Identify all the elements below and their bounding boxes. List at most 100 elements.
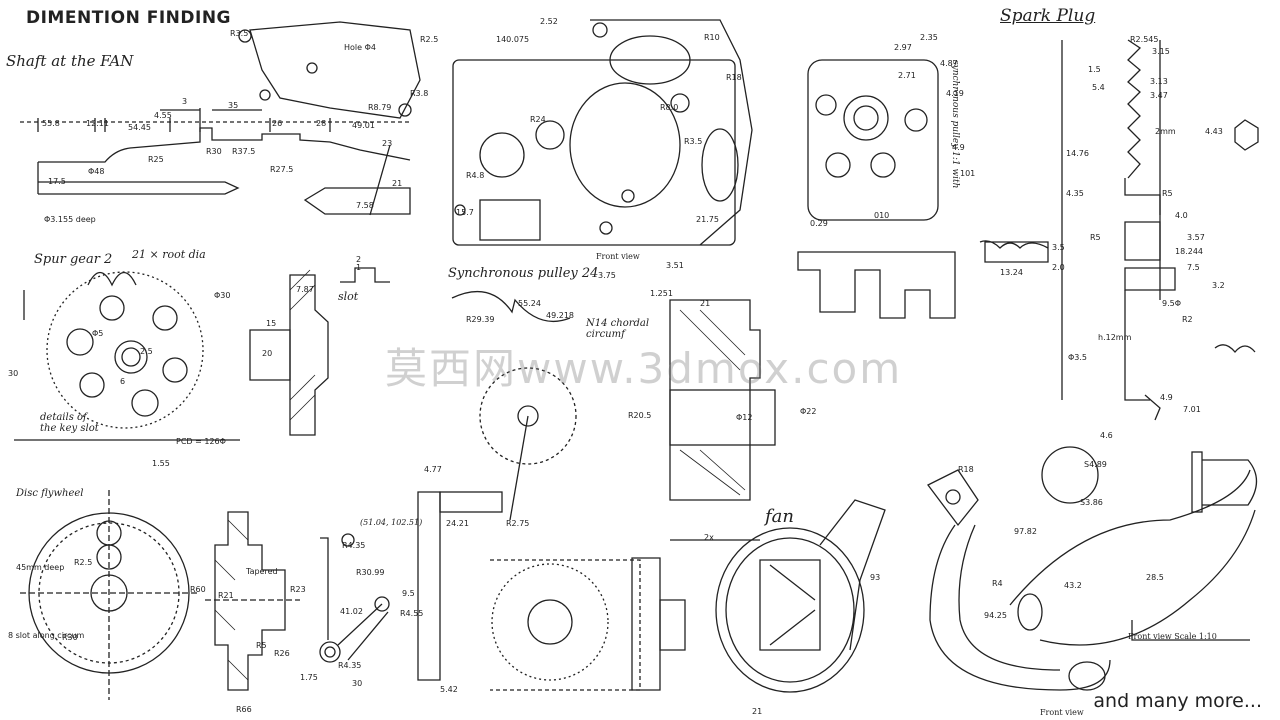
shaft-dimension: 7.58 bbox=[356, 201, 374, 210]
cylinder-head-dimension: 140.075 bbox=[496, 35, 529, 44]
cylinder-head-dimension: R10 bbox=[704, 33, 720, 42]
top-bracket-dimension: R3.5 bbox=[230, 29, 248, 38]
shaft-dimension: 21 bbox=[392, 179, 402, 188]
link-arm-dimension: 24.21 bbox=[446, 519, 469, 528]
spark-plug-dimension: 4.43 bbox=[1205, 127, 1223, 136]
watermark: 莫西网www.3dmox.com bbox=[385, 344, 903, 393]
sync-pulley-label: Synchronous pulley 24 bbox=[448, 266, 599, 281]
sync-pulley-dimension: 2x bbox=[704, 533, 714, 542]
exhaust-dimension: 97.82 bbox=[1014, 527, 1037, 536]
crank-case-dimension: 4.9 bbox=[952, 143, 965, 152]
link-arm-dimension: R30.99 bbox=[356, 568, 384, 577]
spark-plug-dimension: 3.2 bbox=[1212, 281, 1225, 290]
crank-case-dimension: 101 bbox=[960, 169, 975, 178]
key-slot-note: details of the key slot bbox=[40, 412, 99, 434]
spark-plug-dimension: 3.15 bbox=[1152, 47, 1170, 56]
spark-plug-label: Spark Plug bbox=[1000, 6, 1096, 26]
spark-plug-dimension: 3.13 bbox=[1150, 77, 1168, 86]
spark-plug-dimension: 3.57 bbox=[1187, 233, 1205, 242]
disc-flywheel-dimension: Tapered bbox=[245, 567, 278, 576]
spark-plug-dimension: 4.6 bbox=[1100, 431, 1113, 440]
exhaust-dimension: S4.89 bbox=[1084, 460, 1107, 469]
shaft-dimension: 55.8 bbox=[42, 119, 60, 128]
sync-pulley-dimension: 1.251 bbox=[650, 289, 673, 298]
sync-pulley-note: N14 chordal circumf bbox=[586, 318, 650, 340]
crank-case-dimension: 010 bbox=[874, 211, 889, 220]
top-bracket-dimension: R2.5 bbox=[420, 35, 438, 44]
shaft-dimension: 28 bbox=[316, 119, 326, 128]
spark-plug-dimension: R5 bbox=[1162, 189, 1173, 198]
slot-dimension: 15 bbox=[266, 319, 276, 328]
sync-pulley-dimension: 49.218 bbox=[546, 311, 574, 320]
crank-case-dimension: 4.87 bbox=[940, 59, 958, 68]
sync-pulley-dimension: R20.5 bbox=[628, 411, 651, 420]
cylinder-head-dimension: R8.0 bbox=[660, 103, 678, 112]
cylinder-head-dimension: R3.5 bbox=[684, 137, 702, 146]
sync-pulley-dimension: 55.24 bbox=[518, 299, 541, 308]
exhaust-dimension: R18 bbox=[958, 465, 974, 474]
shaft-dimension: 3 bbox=[182, 97, 187, 106]
link-arm-dimension: 30 bbox=[352, 679, 362, 688]
spur-gear-dimension: PCD = 126Φ bbox=[176, 437, 226, 446]
link-arm-dimension: R4.35 bbox=[342, 541, 365, 550]
disc-flywheel-dimension: 45mm deep bbox=[16, 563, 64, 572]
page-title: DIMENTION FINDING bbox=[26, 8, 231, 28]
crank-case-label: synchronous pulley 1:1 with bbox=[950, 60, 960, 189]
exhaust-note-1: Front view Scale 1:10 bbox=[1128, 632, 1217, 641]
spark-plug-dimension: 4.0 bbox=[1175, 211, 1188, 220]
spark-plug-dimension: 4.9 bbox=[1160, 393, 1173, 402]
crank-case-dimension: 2.97 bbox=[894, 43, 912, 52]
spark-plug-dimension: Φ3.5 bbox=[1068, 353, 1087, 362]
disc-flywheel-dimension: R2.5 bbox=[74, 558, 92, 567]
link-arm-dimension: R4.35 bbox=[338, 661, 361, 670]
link-arm-note: (51.04, 102.51) bbox=[360, 518, 423, 527]
shaft-dimension: 35 bbox=[228, 101, 238, 110]
spur-gear-note: 21 × root dia bbox=[132, 248, 206, 261]
cylinder-head-dimension: 15.7 bbox=[456, 208, 474, 217]
sync-pulley-dimension: 21 bbox=[700, 299, 710, 308]
cylinder-head-view-label: Front view bbox=[596, 252, 640, 261]
sync-pulley-dimension: R2.75 bbox=[506, 519, 529, 528]
link-arm-dimension: 9.5 bbox=[402, 589, 415, 598]
cylinder-head-dimension: 21.75 bbox=[696, 215, 719, 224]
crank-case-dimension: 0.29 bbox=[810, 219, 828, 228]
shaft-dimension: 49.01 bbox=[352, 121, 375, 130]
sync-pulley-dimension: 3.75 bbox=[598, 271, 616, 280]
more-text: and many more... bbox=[1093, 690, 1262, 712]
slot-label: slot bbox=[338, 290, 359, 303]
fan-label: fan bbox=[765, 506, 794, 527]
spur-gear-dimension: 2.5 bbox=[140, 347, 153, 356]
spark-plug-dimension: R2.545 bbox=[1130, 35, 1158, 44]
disc-flywheel-dimension: R66 bbox=[236, 705, 252, 714]
crank-case-dimension: 2.71 bbox=[898, 71, 916, 80]
crank-case-dimension: 4.19 bbox=[946, 89, 964, 98]
spark-plug-dimension: 18.244 bbox=[1175, 247, 1203, 256]
disc-flywheel-dimension: R5 bbox=[256, 641, 267, 650]
shaft-dimension: 17.5 bbox=[48, 177, 66, 186]
link-arm-dimension: 41.02 bbox=[340, 607, 363, 616]
spark-plug-dimension: 7.01 bbox=[1183, 405, 1201, 414]
slot-dimension: 1 bbox=[356, 263, 361, 272]
shaft-dimension: Φ48 bbox=[88, 167, 104, 176]
shaft-dimension: R27.5 bbox=[270, 165, 293, 174]
slot-dimension: 7.87 bbox=[296, 285, 314, 294]
spark-plug-dimension: 14.76 bbox=[1066, 149, 1089, 158]
shaft-section-dimension: 2.0 bbox=[1052, 263, 1065, 272]
cylinder-head-dimension: R24 bbox=[530, 115, 546, 124]
disc-flywheel-dimension: R60 bbox=[190, 585, 206, 594]
fan-dimension: 21 bbox=[752, 707, 762, 716]
cylinder-head-dimension: 2.52 bbox=[540, 17, 558, 26]
top-bracket-dimension: R8.79 bbox=[368, 103, 391, 112]
exhaust-dimension: S3.86 bbox=[1080, 498, 1103, 507]
spark-plug-dimension: h.12mm bbox=[1098, 333, 1132, 342]
disc-flywheel-dimension: R21 bbox=[218, 591, 234, 600]
spur-gear-dimension: 6 bbox=[120, 377, 125, 386]
spur-gear-dimension: 30 bbox=[8, 369, 18, 378]
disc-flywheel-dimension: R30 bbox=[62, 633, 78, 642]
shaft-dimension: 54.45 bbox=[128, 123, 151, 132]
link-arm-dimension: 5.42 bbox=[440, 685, 458, 694]
link-arm-dimension: 4.77 bbox=[424, 465, 442, 474]
